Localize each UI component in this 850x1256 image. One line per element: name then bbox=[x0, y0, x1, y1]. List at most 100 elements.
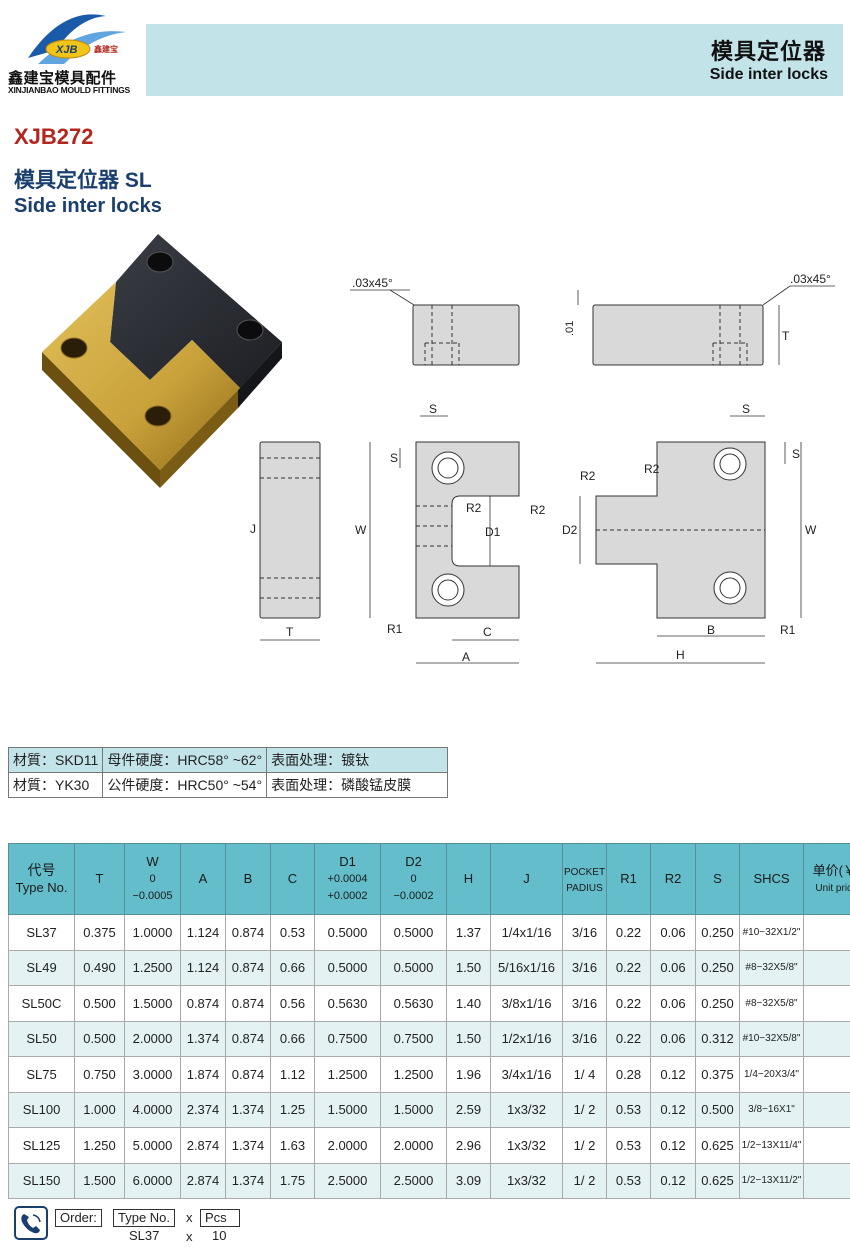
col-T: T bbox=[74, 843, 125, 915]
cell-r1: 0.53 bbox=[606, 1162, 651, 1199]
cell-type: SL50 bbox=[8, 1020, 75, 1057]
svg-text:鑫建宝: 鑫建宝 bbox=[93, 44, 118, 54]
cell-r2: 0.12 bbox=[650, 1162, 696, 1199]
hardness-cell: 公件硬度：HRC50° ~54° bbox=[102, 772, 268, 798]
cell-c: 1.25 bbox=[270, 1091, 315, 1128]
cell-type: SL150 bbox=[8, 1162, 75, 1199]
cell-shcs: #8−32X5/8" bbox=[739, 985, 804, 1022]
cell-type: SL75 bbox=[8, 1056, 75, 1093]
cell-w: 2.0000 bbox=[124, 1020, 181, 1057]
cell-b: 1.374 bbox=[225, 1162, 271, 1199]
product-photo bbox=[42, 234, 282, 488]
cell-s: 0.312 bbox=[695, 1020, 740, 1057]
cell-w: 1.0000 bbox=[124, 914, 181, 951]
cell-d1: 1.2500 bbox=[314, 1056, 381, 1093]
cell-shcs: 1/2−13X11/4" bbox=[739, 1127, 804, 1164]
cell-r1: 0.22 bbox=[606, 949, 651, 986]
cell-pocket: 3/16 bbox=[562, 1020, 607, 1057]
cell-w: 5.0000 bbox=[124, 1127, 181, 1164]
cell-type: SL125 bbox=[8, 1127, 75, 1164]
cell-h: 1.37 bbox=[446, 914, 491, 951]
cell-s: 0.250 bbox=[695, 985, 740, 1022]
col-D1: D1+0.0004+0.0002 bbox=[314, 843, 381, 915]
cell-t: 0.490 bbox=[74, 949, 125, 986]
cell-r1: 0.22 bbox=[606, 985, 651, 1022]
cell-d1: 1.5000 bbox=[314, 1091, 381, 1128]
cell-t: 0.375 bbox=[74, 914, 125, 951]
cell-c: 1.63 bbox=[270, 1127, 315, 1164]
cell-c: 0.53 bbox=[270, 914, 315, 951]
cell-type: SL49 bbox=[8, 949, 75, 986]
cell-b: 0.874 bbox=[225, 949, 271, 986]
cell-b: 0.874 bbox=[225, 1056, 271, 1093]
hardness-cell: 母件硬度：HRC58° ~62° bbox=[102, 747, 268, 773]
cell-r1: 0.22 bbox=[606, 1020, 651, 1057]
cell-t: 1.250 bbox=[74, 1127, 125, 1164]
header-title-cn: 模具定位器 bbox=[710, 39, 826, 64]
cell-b: 0.874 bbox=[225, 985, 271, 1022]
cell-j: 3/8x1/16 bbox=[490, 985, 563, 1022]
cell-r2: 0.12 bbox=[650, 1056, 696, 1093]
cell-price bbox=[803, 1056, 850, 1093]
svg-text:S: S bbox=[390, 451, 398, 465]
cell-c: 1.75 bbox=[270, 1162, 315, 1199]
order-label: Order: bbox=[55, 1209, 102, 1227]
cell-shcs: 1/2−13X11/2" bbox=[739, 1162, 804, 1199]
cell-r2: 0.06 bbox=[650, 985, 696, 1022]
order-times: x bbox=[186, 1210, 193, 1225]
cell-b: 1.374 bbox=[225, 1127, 271, 1164]
svg-text:R2: R2 bbox=[530, 503, 546, 517]
cell-c: 0.66 bbox=[270, 949, 315, 986]
cell-w: 3.0000 bbox=[124, 1056, 181, 1093]
cell-pocket: 1/ 2 bbox=[562, 1162, 607, 1199]
cell-t: 0.500 bbox=[74, 1020, 125, 1057]
cell-shcs: 3/8−16X1" bbox=[739, 1091, 804, 1128]
cell-j: 1/4x1/16 bbox=[490, 914, 563, 951]
surface-cell: 表面处理：镀钛 bbox=[266, 747, 449, 773]
cell-c: 0.56 bbox=[270, 985, 315, 1022]
cell-r2: 0.12 bbox=[650, 1127, 696, 1164]
cell-s: 0.250 bbox=[695, 949, 740, 986]
cell-c: 0.66 bbox=[270, 1020, 315, 1057]
svg-text:R2: R2 bbox=[466, 501, 482, 515]
cell-d2: 2.0000 bbox=[380, 1127, 447, 1164]
svg-text:D1: D1 bbox=[485, 525, 501, 539]
cell-d2: 0.5630 bbox=[380, 985, 447, 1022]
col-price: 单价(￥)Unit price bbox=[803, 843, 850, 915]
svg-text:R2: R2 bbox=[580, 469, 596, 483]
svg-text:.01: .01 bbox=[564, 321, 576, 336]
cell-h: 2.96 bbox=[446, 1127, 491, 1164]
material-row: 材質：YK30 公件硬度：HRC50° ~54° 表面处理：磷酸锰皮膜 bbox=[7, 772, 449, 798]
cell-d1: 2.0000 bbox=[314, 1127, 381, 1164]
cell-r2: 0.06 bbox=[650, 914, 696, 951]
cell-a: 1.874 bbox=[180, 1056, 226, 1093]
svg-text:S: S bbox=[429, 402, 437, 416]
technical-drawing: .03x45° .03x45° .01 T T J W W S S S S D1… bbox=[250, 272, 835, 664]
svg-text:T: T bbox=[286, 625, 294, 639]
material-table: 材質：SKD11 母件硬度：HRC58° ~62° 表面处理：镀钛 材質：YK3… bbox=[7, 747, 449, 798]
material-cell: 材質：SKD11 bbox=[7, 747, 104, 773]
svg-text:R1: R1 bbox=[780, 623, 796, 637]
cell-r1: 0.28 bbox=[606, 1056, 651, 1093]
svg-text:XJB: XJB bbox=[55, 44, 77, 56]
cell-shcs: #8−32X5/8" bbox=[739, 949, 804, 986]
cell-j: 1/2x1/16 bbox=[490, 1020, 563, 1057]
svg-text:J: J bbox=[250, 522, 256, 536]
cell-type: SL50C bbox=[8, 985, 75, 1022]
col-R1: R1 bbox=[606, 843, 651, 915]
cell-w: 1.2500 bbox=[124, 949, 181, 986]
cell-j: 1x3/32 bbox=[490, 1127, 563, 1164]
cell-price bbox=[803, 914, 850, 951]
cell-d1: 0.7500 bbox=[314, 1020, 381, 1057]
cell-pocket: 3/16 bbox=[562, 985, 607, 1022]
svg-text:T: T bbox=[782, 329, 790, 343]
surface-cell: 表面处理：磷酸锰皮膜 bbox=[266, 772, 449, 798]
order-times: x bbox=[186, 1229, 193, 1244]
